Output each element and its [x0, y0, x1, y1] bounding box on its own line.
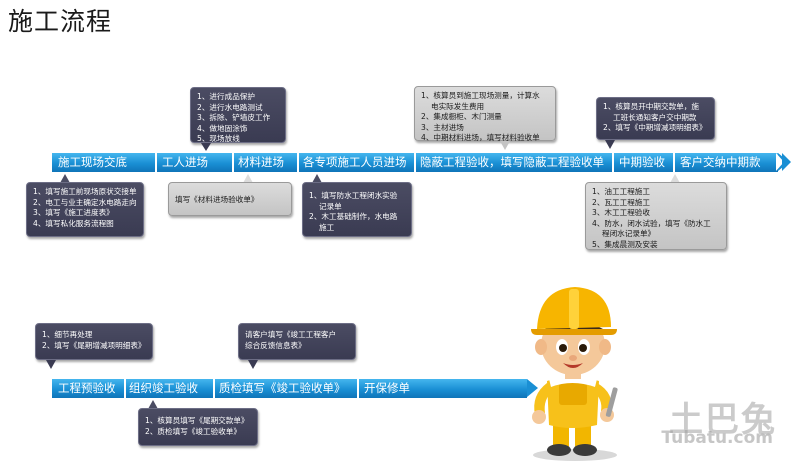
callout-pointer — [148, 400, 158, 409]
timeline-step: 施工现场交底 — [58, 155, 127, 169]
callout-line: 填写《材料进场验收单》 — [175, 195, 259, 204]
callout-line: 2、填写《尾期增减项明细表》 — [42, 340, 146, 350]
callout-site-handover: 1、填写施工前现场原状交接单 2、电工与业主确定水电路走向 3、填写《施工进度表… — [26, 182, 144, 237]
callout-material-acceptance: 填写《材料进场验收单》 — [168, 182, 292, 216]
callout-line: 1、核算员填写《尾期交款单》 — [145, 416, 249, 425]
separator — [155, 153, 157, 172]
callout-line: 记录单 — [319, 201, 342, 211]
callout-pointer — [312, 174, 322, 183]
timeline-step: 材料进场 — [238, 155, 284, 169]
callout-pointer — [500, 141, 510, 150]
callout-line: 2、质检填写《竣工验收单》 — [145, 426, 241, 436]
timeline-step: 质检填写《竣工验收单》 — [219, 381, 346, 395]
callout-waterproof: 1、填写防水工程闭水实验 记录单 2、木工基础制作，水电路 施工 — [302, 182, 412, 237]
callout-materials: 1、核算员到施工现场测量，计算水 电实际发生费用 2、集成橱柜、木门测量 3、主… — [414, 86, 556, 143]
callout-site-prep: 1、进行成品保护 2、进行水电路测试 3、拆除、铲墙皮工作 4、做地固涂饰 5、… — [190, 87, 286, 143]
watermark-logo: 土巴兔 — [669, 400, 777, 440]
separator — [357, 379, 359, 398]
callout-pointer — [46, 360, 56, 369]
callout-line: 1、进行成品保护 — [197, 92, 255, 101]
callout-line: 1、细节再处理 — [42, 330, 93, 339]
callout-line: 1、核算员到施工现场测量，计算水 — [421, 91, 540, 100]
callout-midterm-payment: 1、核算员开中期交款单，施 工班长通知客户交中期款 2、填写《中期增减项明细表》 — [596, 97, 715, 140]
callout-customer-feedback: 请客户填写《竣工工程客户 综合反馈信息表》 — [238, 323, 356, 360]
watermark-url: Tubatu.com — [661, 428, 773, 448]
callout-final-payment: 1、核算员填写《尾期交款单》 2、质检填写《竣工验收单》 — [138, 408, 258, 446]
callout-pointer — [243, 174, 253, 183]
timeline-step: 工人进场 — [162, 155, 208, 169]
callout-line: 程闭水记录单》 — [602, 229, 656, 239]
separator — [414, 153, 416, 172]
callout-line: 3、木工工程验收 — [592, 208, 650, 218]
timeline-step: 各专项施工人员进场 — [303, 155, 407, 169]
callout-line: 2、电工与业主确定水电路走向 — [33, 197, 137, 207]
page-title: 施工流程 — [8, 7, 113, 36]
callout-midterm-works: 1、油工工程施工 2、瓦工工程施工 3、木工工程验收 4、防水，闭水试验，填写《… — [585, 182, 727, 250]
callout-pointer — [60, 174, 70, 183]
callout-line: 4、做地固涂饰 — [197, 123, 248, 133]
callout-line: 1、核算员开中期交款单，施 — [603, 102, 699, 111]
timeline-step: 隐蔽工程验收，填写隐蔽工程验收单 — [420, 155, 604, 169]
callout-final-details: 1、细节再处理 2、填写《尾期增减项明细表》 — [35, 323, 153, 360]
separator — [232, 153, 234, 172]
callout-line: 4、防水，闭水试验，填写《防水工 — [592, 218, 711, 228]
callout-pointer — [248, 360, 258, 369]
separator — [673, 153, 675, 172]
timeline-2-bar — [52, 379, 527, 398]
timeline-step: 开保修单 — [364, 381, 410, 395]
callout-line: 2、集成橱柜、木门测量 — [421, 112, 502, 122]
separator — [297, 153, 299, 172]
callout-line: 综合反馈信息表》 — [245, 340, 306, 350]
callout-line: 3、拆除、铲墙皮工作 — [197, 113, 271, 123]
chevron-right-icon — [776, 153, 784, 171]
timeline-step: 工程预验收 — [58, 381, 116, 395]
callout-line: 4、填写私化服务流程图 — [33, 218, 114, 228]
callout-line: 3、主材进场 — [421, 122, 464, 132]
callout-line: 电实际发生费用 — [431, 101, 485, 111]
callout-line: 2、进行水电路测试 — [197, 102, 263, 112]
callout-pointer — [605, 140, 615, 149]
timeline-step: 中期验收 — [619, 155, 665, 169]
callout-line: 2、木工基础制作，水电路 — [309, 212, 398, 222]
callout-line: 3、填写《施工进度表》 — [33, 208, 114, 218]
callout-line: 2、填写《中期增减项明细表》 — [603, 123, 707, 133]
callout-line: 1、填写防水工程闭水实验 — [309, 191, 398, 200]
callout-line: 2、瓦工工程施工 — [592, 197, 650, 207]
callout-line: 4、中期材料进场，填写材料验收单 — [421, 133, 540, 143]
separator — [612, 153, 614, 172]
callout-pointer — [201, 143, 211, 151]
callout-line: 施工 — [319, 222, 335, 232]
callout-line: 工班长通知客户交中期款 — [613, 112, 697, 122]
callout-line: 5、集成晨测及安装 — [592, 239, 658, 249]
timeline-step: 组织竣工验收 — [129, 381, 198, 395]
callout-line: 1、填写施工前现场原状交接单 — [33, 187, 137, 196]
chevron-right-icon — [782, 153, 791, 171]
timeline-2-arrowhead — [527, 379, 538, 397]
callout-line: 1、油工工程施工 — [592, 187, 650, 196]
worker-mascot-illustration — [531, 287, 618, 461]
separator — [124, 379, 126, 398]
timeline-step: 客户交纳中期款 — [680, 155, 761, 169]
callout-line: 5、现场放线 — [197, 134, 240, 144]
callout-pointer — [670, 174, 680, 183]
callout-line: 请客户填写《竣工工程客户 — [245, 330, 337, 339]
separator — [213, 379, 215, 398]
